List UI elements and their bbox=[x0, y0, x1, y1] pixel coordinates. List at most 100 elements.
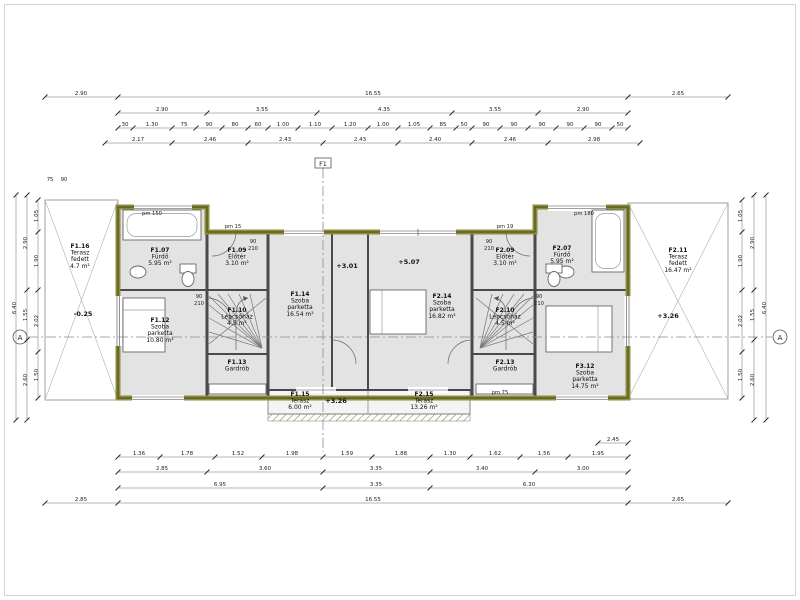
dimension-label: 2.46 bbox=[504, 137, 517, 143]
section-marker-box bbox=[314, 157, 332, 169]
level-label: +3.01 bbox=[336, 262, 358, 270]
sink bbox=[129, 265, 147, 279]
dimension-row: 2.901.552.60 bbox=[23, 192, 30, 423]
dimension-label: 2.43 bbox=[279, 137, 292, 143]
bathtub bbox=[591, 209, 625, 273]
dimension-label: 3.60 bbox=[259, 466, 272, 472]
level-label: +3.26 bbox=[657, 312, 679, 320]
dimension-label: 2.02 bbox=[738, 315, 744, 327]
axis-marker bbox=[772, 329, 788, 345]
toilet bbox=[545, 263, 563, 287]
dimension-label: 1.78 bbox=[181, 451, 194, 457]
dimension-label: 1.10 bbox=[309, 122, 322, 128]
dimension-row: 2.90 16.55 2.65 bbox=[42, 91, 731, 100]
dimension-label: 1.05 bbox=[34, 209, 40, 222]
dimension-label: 1.88 bbox=[395, 451, 408, 457]
marker-label: pm 180 bbox=[574, 211, 594, 217]
dimension-row: 1.05 1.90 2.02 1.50 bbox=[738, 197, 745, 401]
terrace-door bbox=[296, 387, 336, 393]
window bbox=[624, 296, 632, 346]
bed bbox=[122, 297, 166, 353]
dimension-row: 2.901.552.60 bbox=[750, 192, 757, 423]
level-label: +3.26 bbox=[325, 397, 347, 405]
dimension-label: 2.46 bbox=[204, 137, 217, 143]
dimension-label: 1.90 bbox=[738, 254, 744, 267]
dimension-label: 1.30 bbox=[146, 122, 159, 128]
dimension-label: 6.40 bbox=[762, 301, 768, 314]
staircase-left bbox=[208, 293, 267, 350]
dimension-label: 1.00 bbox=[377, 122, 390, 128]
dimension-label: 16.55 bbox=[365, 91, 381, 97]
dimension-label: 1.90 bbox=[34, 254, 40, 267]
dimension-label: 3.55 bbox=[489, 107, 502, 113]
dimension-label: 2.65 bbox=[672, 91, 685, 97]
marker-label: 210 bbox=[194, 301, 204, 307]
marker-label: 75 bbox=[47, 177, 54, 183]
toilet bbox=[179, 263, 197, 287]
window bbox=[380, 229, 456, 236]
dimension-label: 4.35 bbox=[378, 107, 391, 113]
marker-label: 90 bbox=[61, 177, 68, 183]
dimension-label: 1.05 bbox=[738, 209, 744, 222]
dimension-label: 2.98 bbox=[588, 137, 601, 143]
dimension-label: 2.90 bbox=[577, 107, 590, 113]
door-swing bbox=[331, 339, 357, 365]
dimension-label: 3.35 bbox=[370, 482, 383, 488]
dimension-label: 3.40 bbox=[476, 466, 489, 472]
dimension-label: 1.52 bbox=[232, 451, 244, 457]
dimension-label: 2.60 bbox=[23, 373, 29, 386]
terrace-left bbox=[44, 199, 119, 401]
dimension-label: 30 bbox=[122, 122, 129, 128]
door-swing bbox=[505, 231, 531, 257]
terrace-door bbox=[408, 387, 448, 393]
wardrobe bbox=[208, 383, 267, 395]
bed bbox=[369, 289, 427, 335]
dimension-label: 75 bbox=[181, 122, 188, 128]
dimension-label: 6.40 bbox=[12, 301, 18, 314]
window bbox=[115, 296, 122, 346]
dimension-label: 85 bbox=[440, 122, 447, 128]
window bbox=[134, 204, 192, 211]
marker-label: pm 15 bbox=[225, 224, 242, 230]
marker-label: pm 150 bbox=[142, 211, 162, 217]
dimension-label: 2.90 bbox=[156, 107, 169, 113]
marker-label: pm 19 bbox=[497, 224, 514, 230]
dimension-label: 2.65 bbox=[672, 497, 685, 503]
dimension-label: 1.55 bbox=[750, 308, 756, 321]
dimension-label: 6.95 bbox=[214, 482, 227, 488]
dimension-label: 1.55 bbox=[23, 308, 29, 321]
marker-label: 210 bbox=[484, 246, 494, 252]
marker-label: pm 75 bbox=[492, 390, 509, 396]
wardrobe bbox=[475, 383, 534, 395]
dimension-label: 2.90 bbox=[75, 91, 88, 97]
interior-walls-partition bbox=[118, 232, 628, 391]
window bbox=[132, 395, 184, 402]
marker-label: 90 bbox=[486, 239, 493, 245]
dimension-row: 6.40 bbox=[12, 192, 19, 423]
marker-label: A bbox=[18, 334, 23, 342]
dimension-label: 1.95 bbox=[592, 451, 605, 457]
dimension-label: 1.36 bbox=[133, 451, 146, 457]
dimension-label: 1.50 bbox=[738, 368, 744, 381]
dimension-label: 2.60 bbox=[750, 373, 756, 386]
dimension-label: 50 bbox=[617, 122, 624, 128]
exterior-wall-core bbox=[117, 206, 629, 399]
door-swing bbox=[510, 297, 536, 323]
marker-label: 90 bbox=[196, 294, 203, 300]
dimension-label: 2.40 bbox=[429, 137, 442, 143]
dimension-label: 2.45 bbox=[607, 437, 620, 443]
